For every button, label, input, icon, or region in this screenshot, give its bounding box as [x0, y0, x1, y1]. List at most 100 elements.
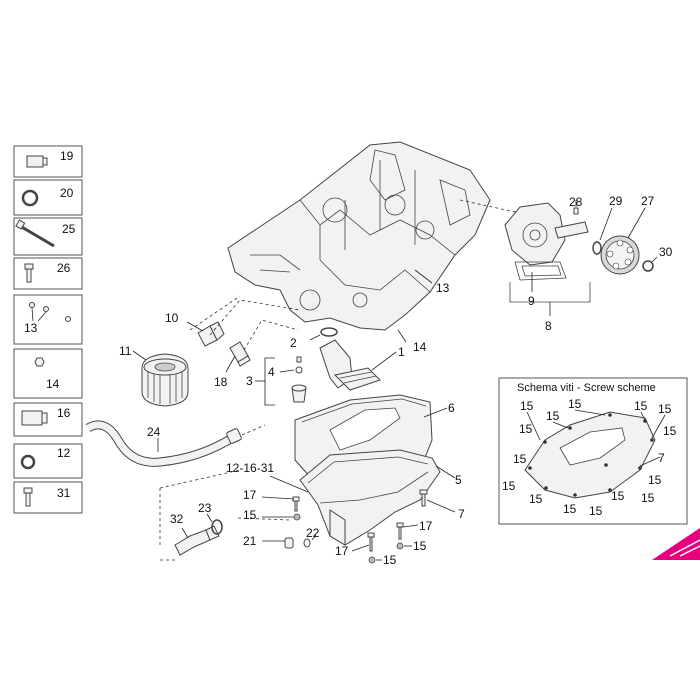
sidebar-number: 16 [57, 406, 71, 420]
screw-label: 15 [546, 409, 560, 423]
oil-pressure-sensor-18 [229, 341, 251, 367]
washer-icon [21, 189, 39, 207]
screw-side-label: 7 [658, 451, 665, 465]
callout-32: 32 [170, 512, 184, 526]
screw-label: 15 [648, 473, 662, 487]
sidebar-item-12[interactable]: 12 [13, 443, 83, 479]
callout-29: 29 [609, 194, 623, 208]
callout-3: 3 [246, 374, 253, 388]
oil-strainer-part[interactable] [319, 339, 381, 391]
o-ring-2 [320, 327, 338, 337]
callout-22: 22 [306, 526, 320, 540]
sidebar-number: 31 [57, 486, 71, 500]
callout-21: 21 [243, 534, 257, 548]
sidebar-item-14[interactable]: 14 [13, 348, 83, 399]
sidebar-number: 20 [60, 186, 74, 200]
parts-sidebar: 19 20 25 26 [13, 145, 83, 514]
callout-30: 30 [659, 245, 673, 259]
callout-12-16-31: 12-16-31 [226, 461, 274, 475]
screw-scheme-panel: Schema viti - Screw scheme 15 15 15 15 1… [498, 377, 688, 525]
sidebar-item-19[interactable]: 19 [13, 145, 83, 178]
callout-17-right: 17 [419, 519, 433, 533]
callout-11: 11 [119, 344, 132, 358]
oil-filter-part[interactable] [141, 353, 189, 407]
screw-label: 15 [568, 397, 582, 411]
screw-label: 15 [658, 402, 672, 416]
callout-4: 4 [268, 365, 275, 379]
screw-label: 15 [520, 399, 534, 413]
sidebar-item-25[interactable]: 25 [13, 217, 83, 256]
callout-14: 14 [413, 340, 427, 354]
sidebar-item-20[interactable]: 20 [13, 179, 83, 216]
pin-28 [573, 207, 579, 215]
o-ring-23 [211, 519, 223, 535]
screw-label: 15 [589, 504, 603, 518]
washer-15 [293, 513, 301, 521]
callout-17: 17 [243, 488, 257, 502]
o-ring-icon [20, 454, 36, 470]
sidebar-number: 25 [62, 222, 76, 236]
nut-icon [34, 357, 45, 367]
screw-label: 15 [502, 479, 516, 493]
seal-ring-29 [592, 241, 602, 255]
callout-9: 9 [528, 294, 535, 308]
sidebar-item-16[interactable]: 16 [13, 402, 83, 437]
callout-17-lower: 17 [335, 544, 349, 558]
callout-13: 13 [436, 281, 450, 295]
relief-valve-part [291, 356, 307, 403]
callout-15-right: 15 [413, 539, 427, 553]
sump-bolt-7 [419, 489, 428, 507]
oil-union-32 [174, 525, 220, 556]
callout-24: 24 [147, 425, 161, 439]
screw-label: 15 [563, 502, 577, 516]
seal-22 [303, 538, 311, 548]
sump-bolt-17 [292, 496, 300, 512]
callout-15-lower: 15 [383, 553, 397, 567]
oil-sump-part[interactable] [299, 449, 441, 546]
screw-icon [23, 487, 33, 507]
callout-27: 27 [641, 194, 655, 208]
bolt-icon [24, 263, 34, 283]
sidebar-number: 19 [60, 149, 74, 163]
callout-23: 23 [198, 501, 212, 515]
sidebar-item-31[interactable]: 31 [13, 481, 83, 514]
oil-pump-part[interactable] [504, 202, 589, 281]
callout-1: 1 [398, 345, 405, 359]
sidebar-number: 13 [24, 321, 38, 335]
callout-8: 8 [545, 319, 552, 333]
callout-5: 5 [455, 473, 462, 487]
crankcase-part[interactable] [227, 141, 491, 331]
sidebar-item-26[interactable]: 26 [13, 257, 83, 290]
callout-15: 15 [243, 508, 257, 522]
sump-bolt-17-right [396, 522, 404, 540]
sidebar-number: 14 [46, 377, 60, 391]
sidebar-number: 26 [57, 261, 71, 275]
bushing-icon [26, 155, 48, 168]
callout-28: 28 [569, 195, 583, 209]
seal-ring-30 [642, 260, 654, 272]
breather-hose-24[interactable] [85, 420, 242, 467]
screw-label: 15 [663, 424, 677, 438]
brand-logo-icon [652, 528, 700, 560]
drain-plug-21 [284, 537, 294, 549]
callout-6: 6 [448, 401, 455, 415]
callout-7: 7 [458, 507, 465, 521]
screw-scheme-title: Schema viti - Screw scheme [517, 382, 656, 394]
callout-18: 18 [214, 375, 228, 389]
screw-label: 15 [529, 492, 543, 506]
callout-10: 10 [165, 311, 179, 325]
screw-label: 15 [519, 422, 533, 436]
sump-bolt-17-lower [367, 532, 375, 552]
sidebar-item-13[interactable]: 13 [13, 294, 83, 345]
pump-gear-27 [600, 235, 640, 275]
screw-label: 15 [634, 399, 648, 413]
sidebar-number: 12 [57, 446, 71, 460]
screw-label: 15 [641, 491, 655, 505]
callout-2: 2 [290, 336, 297, 350]
sleeve-icon [21, 410, 48, 426]
screw-label: 15 [611, 489, 625, 503]
dowel-pins-icon [29, 302, 71, 322]
screw-label: 15 [513, 452, 527, 466]
long-bolt-icon [15, 219, 55, 248]
